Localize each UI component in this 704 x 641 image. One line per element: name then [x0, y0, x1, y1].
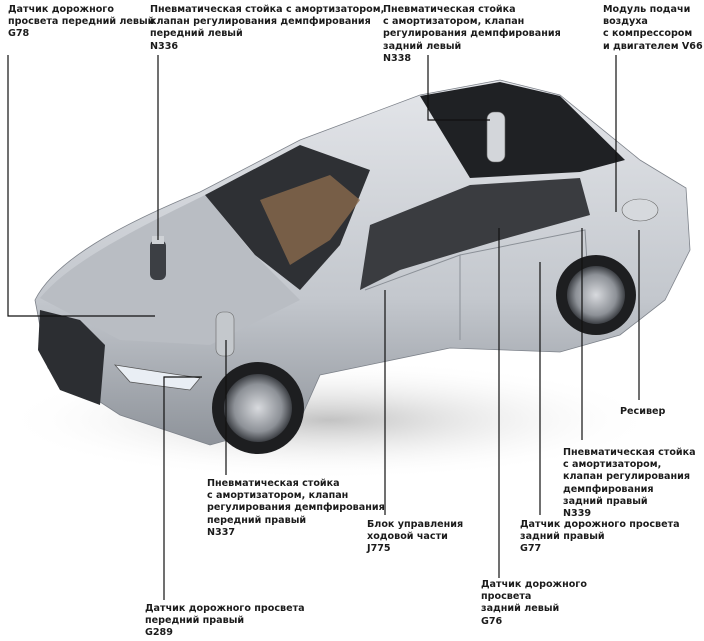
label-g78: Датчик дорожного просвета передний левый…: [8, 4, 154, 41]
label-text: ходовой части: [367, 531, 448, 543]
label-text: клапан регулирования демпфирования: [150, 16, 371, 28]
label-text: задний левый: [481, 603, 560, 615]
label-text: Датчик дорожного: [8, 4, 114, 15]
leader-g78: [7, 55, 155, 317]
grille: [38, 310, 105, 405]
component-code: G76: [481, 615, 503, 627]
label-n337: Пневматическая стойка с амортизатором, к…: [207, 478, 385, 539]
side-windows: [360, 178, 590, 290]
component-code: N336: [150, 40, 179, 52]
hood: [40, 195, 300, 345]
label-text: Датчик дорожного просвета: [145, 603, 305, 614]
headlight: [113, 364, 201, 391]
label-g289: Датчик дорожного просвета передний правы…: [145, 603, 305, 640]
label-text: демпфирования: [563, 483, 654, 495]
label-text: Пневматическая стойка: [207, 478, 340, 489]
component-code: G78: [8, 28, 30, 40]
label-text: воздуха: [603, 16, 648, 28]
component-code: G289: [145, 627, 173, 639]
component-code: N339: [563, 508, 592, 520]
label-text: передний правый: [207, 514, 307, 526]
label-text: Пневматическая стойка: [563, 447, 696, 458]
label-text: клапан регулирования: [563, 471, 690, 483]
label-text: задний правый: [520, 531, 605, 543]
label-text: просвета: [481, 591, 532, 603]
label-text: Ресивер: [620, 406, 666, 417]
leader-n338: [427, 55, 490, 121]
component-code: J775: [367, 543, 391, 555]
strut-front-right: [215, 311, 235, 357]
label-text: задний левый: [383, 40, 462, 52]
label-text: с компрессором: [603, 28, 693, 40]
interior: [260, 175, 360, 265]
label-text: регулирования демпфирования: [207, 502, 385, 514]
label-n338: Пневматическая стойка с амортизатором, к…: [383, 4, 561, 65]
label-text: Модуль подачи: [603, 4, 691, 15]
label-text: с амортизатором, клапан: [207, 490, 349, 502]
label-v66: Модуль подачи воздуха с компрессором и д…: [603, 4, 703, 53]
label-receiver: Ресивер: [620, 406, 665, 418]
roof-glass: [420, 82, 625, 178]
label-text: и двигателем V66: [603, 40, 703, 52]
label-text: Датчик дорожного просвета: [520, 519, 680, 530]
label-text: задний правый: [563, 495, 648, 507]
label-g76: Датчик дорожного просвета задний левый G…: [481, 579, 587, 628]
label-text: Пневматическая стойка: [383, 4, 516, 15]
label-text: Пневматическая стойка с амортизатором,: [150, 4, 385, 15]
component-code: G77: [520, 543, 542, 555]
label-j775: Блок управления ходовой части J775: [367, 519, 463, 556]
label-text: передний правый: [145, 615, 245, 627]
component-code: N337: [207, 526, 236, 538]
leader-g289: [163, 376, 202, 600]
label-text: регулирования демпфирования: [383, 28, 561, 40]
label-text: Блок управления: [367, 519, 464, 530]
rear-wheel: [556, 255, 636, 335]
label-n339: Пневматическая стойка с амортизатором, к…: [563, 447, 696, 520]
label-n336: Пневматическая стойка с амортизатором, к…: [150, 4, 384, 53]
leader-lines: [7, 55, 640, 600]
front-wheel: [212, 362, 304, 454]
label-text: просвета передний левый: [8, 16, 155, 28]
label-text: Датчик дорожного: [481, 579, 587, 590]
strut-rear-left: [486, 111, 506, 163]
label-text: с амортизатором,: [563, 459, 662, 471]
label-text: с амортизатором, клапан: [383, 16, 525, 28]
component-code: N338: [383, 52, 412, 64]
air-supply-module: [621, 198, 659, 222]
label-g77: Датчик дорожного просвета задний правый …: [520, 519, 680, 556]
strut-front-left: [150, 236, 166, 280]
label-text: передний левый: [150, 28, 243, 40]
